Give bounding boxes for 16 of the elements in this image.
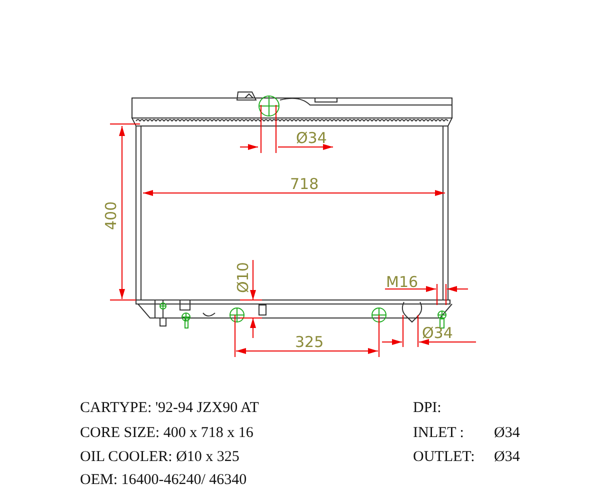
spec-text: Ø34 <box>494 450 520 465</box>
spec-text: INLET : <box>413 426 464 441</box>
dimension-label: Ø34 <box>422 326 453 341</box>
spec-text: CARTYPE: '92-94 JZX90 AT <box>80 401 259 416</box>
spec-text: CORE SIZE: 400 x 718 x 16 <box>80 426 254 441</box>
dimension-label: 325 <box>295 335 324 350</box>
dimension-label: M16 <box>386 275 418 290</box>
dimension-label: Ø34 <box>296 131 327 146</box>
spec-text: OIL COOLER: Ø10 x 325 <box>80 450 240 465</box>
spec-text: OUTLET: <box>413 450 475 465</box>
spec-text: Ø34 <box>494 426 520 441</box>
spec-text: OEM: 16400-46240/ 46340 <box>80 473 247 488</box>
dimension-label: 400 <box>104 201 119 230</box>
dimension-label: Ø10 <box>236 262 251 293</box>
dimension-label: 718 <box>290 177 319 192</box>
spec-text: DPI: <box>413 401 442 416</box>
